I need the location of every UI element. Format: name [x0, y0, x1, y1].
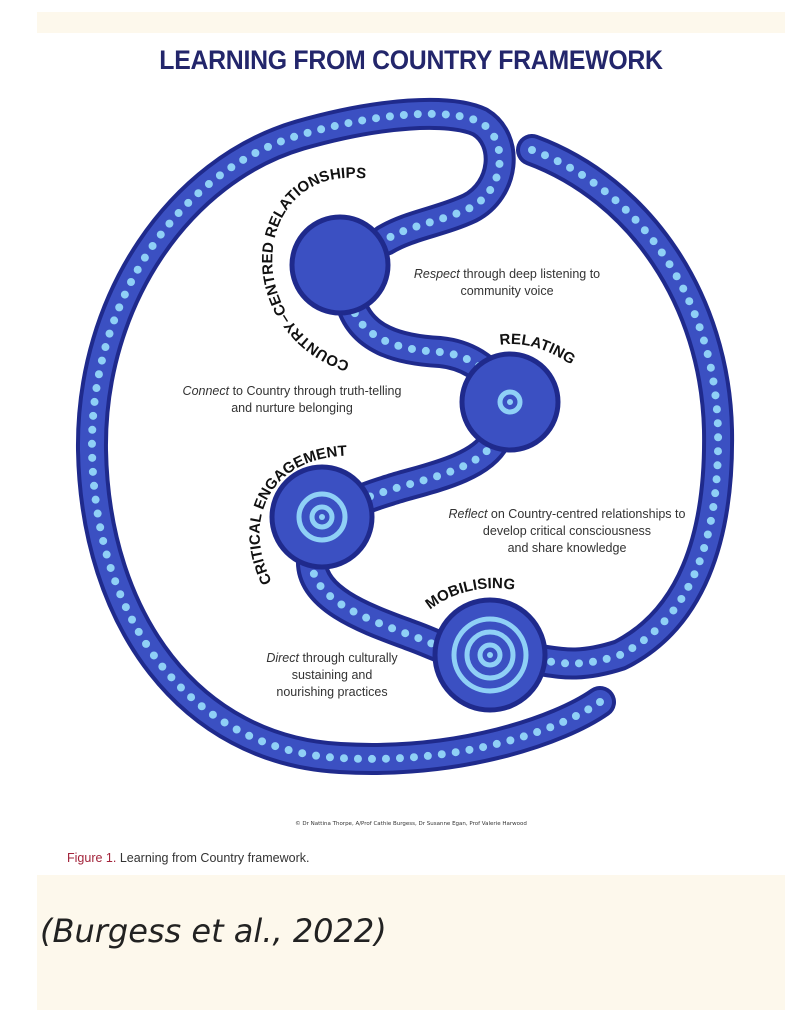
concentric-ring	[464, 629, 516, 681]
citation: (Burgess et al., 2022)	[40, 912, 387, 950]
copyright-credit: © Dr Nattina Thorpe, A/Prof Cathie Burge…	[295, 821, 527, 827]
figure-number: Figure 1.	[67, 851, 117, 865]
dot-pattern	[87, 109, 604, 763]
concentric-ring	[477, 642, 503, 668]
framework-diagram: COUNTRY–CENTRED RELATIONSHIPS RELATING C…	[75, 97, 735, 775]
concentric-ring	[296, 491, 348, 543]
center-dot	[319, 514, 325, 520]
concentric-ring	[497, 389, 523, 415]
center-dot	[487, 652, 493, 658]
figure-caption: Figure 1. Learning from Country framewor…	[67, 851, 309, 865]
node-relating	[459, 351, 561, 453]
concentric-ring	[451, 616, 529, 694]
desc-connect: Connect to Country through truth-telling…	[182, 384, 402, 415]
figure-title: LEARNING FROM COUNTRY FRAMEWORK	[159, 45, 663, 75]
node-relationships	[289, 214, 391, 316]
desc-reflect: Reflect on Country-centred relationships…	[448, 507, 686, 555]
center-dot	[507, 399, 513, 405]
dot-pattern	[346, 436, 499, 509]
caption-text: Learning from Country framework.	[116, 851, 310, 865]
node-critical-engagement	[269, 464, 375, 570]
concentric-ring	[309, 504, 335, 530]
dot-pattern	[528, 146, 723, 668]
node-mobilising	[432, 597, 548, 713]
dot-pattern	[307, 556, 454, 654]
figure: LEARNING FROM COUNTRY FRAMEWORK COUNTRY–…	[37, 33, 785, 875]
